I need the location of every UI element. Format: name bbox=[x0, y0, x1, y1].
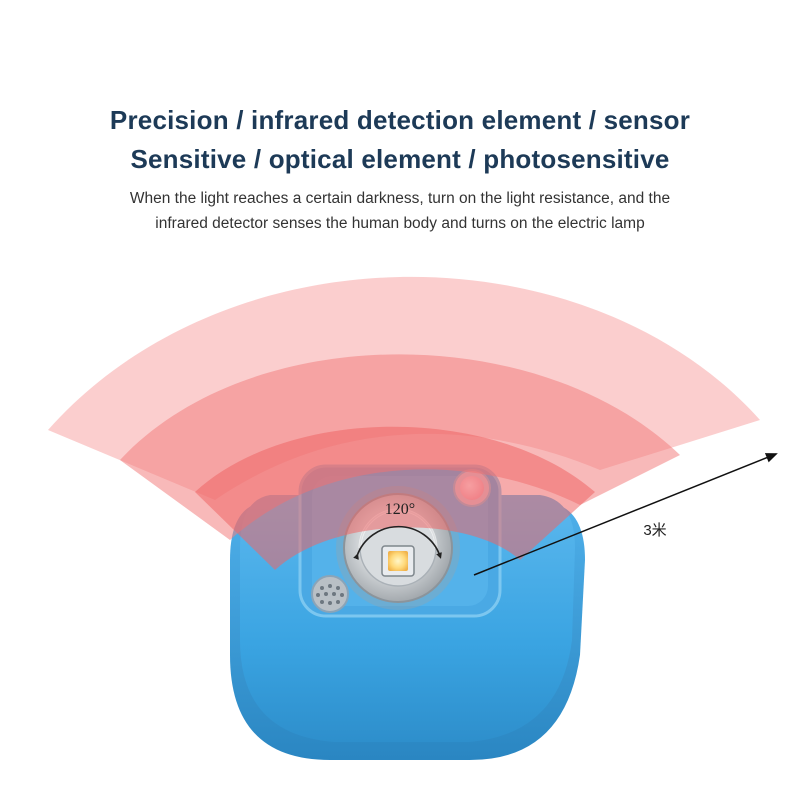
description-line-1: When the light reaches a certain darknes… bbox=[129, 190, 671, 207]
description-line-2: infrared detector senses the human body … bbox=[155, 215, 645, 232]
angle-indicator bbox=[353, 525, 442, 560]
distance-arrow bbox=[473, 453, 778, 576]
detection-beam bbox=[48, 276, 760, 570]
angle-label: 120° bbox=[385, 501, 415, 518]
headline-line-2: Sensitive / optical element / photosensi… bbox=[130, 144, 670, 174]
headline-line-1: Precision / infrared detection element /… bbox=[109, 105, 691, 135]
light-sensor-grille-icon bbox=[311, 575, 349, 613]
distance-label: 3米 bbox=[643, 522, 666, 539]
